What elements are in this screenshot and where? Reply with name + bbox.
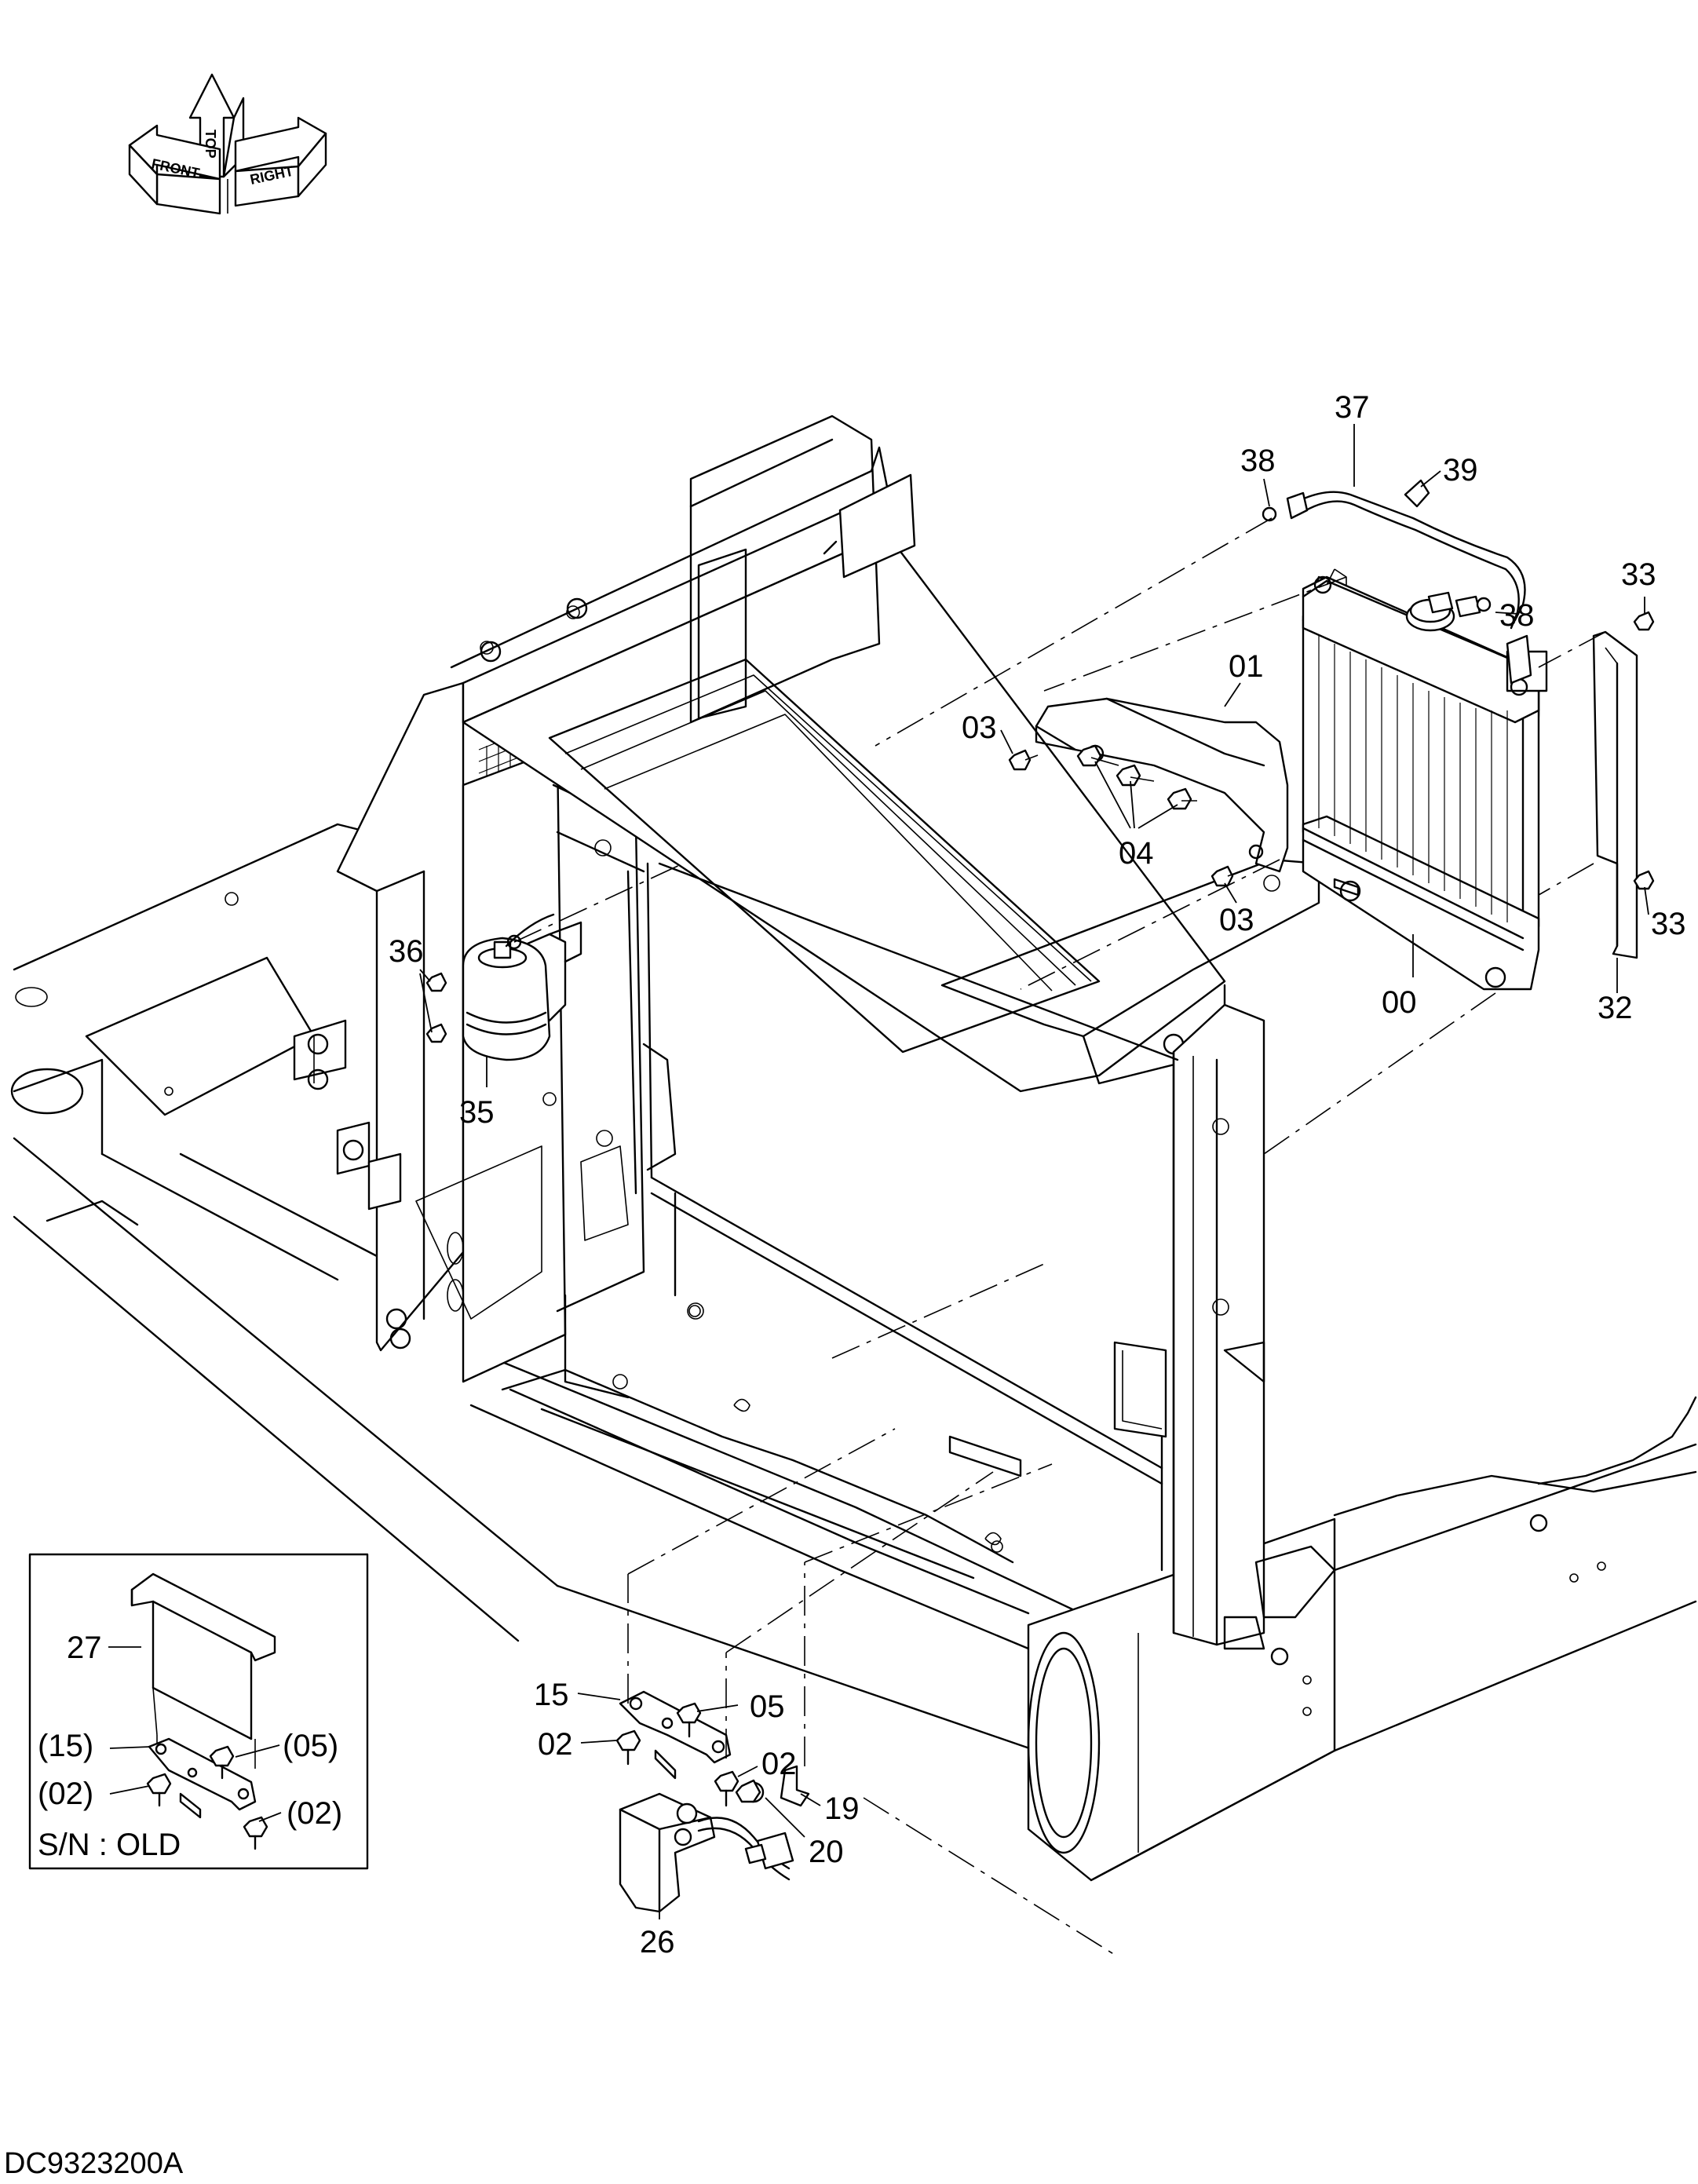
callout-00: 00 xyxy=(1382,985,1417,1020)
orientation-top-label: TOP xyxy=(203,130,218,159)
inset-callout-05: (05) xyxy=(283,1729,338,1763)
callout-20: 20 xyxy=(809,1835,844,1869)
callout-38-top: 38 xyxy=(1240,444,1276,478)
callout-19: 19 xyxy=(824,1791,860,1826)
callout-numbers: 37 38 39 38 33 01 03 04 03 33 00 32 36 3… xyxy=(389,390,1686,1959)
radiator xyxy=(1302,568,1548,991)
callout-35: 35 xyxy=(459,1095,495,1130)
inset-callout-02-right: (02) xyxy=(287,1796,342,1831)
inset-serial-note: S/N : OLD xyxy=(38,1828,181,1862)
callout-04: 04 xyxy=(1119,836,1154,871)
callout-33-bottom: 33 xyxy=(1651,907,1686,941)
shroud-bracket xyxy=(1008,697,1289,887)
callout-32: 32 xyxy=(1598,991,1633,1025)
bolt-04-group xyxy=(1076,744,1197,810)
callout-03-bottom: 03 xyxy=(1219,903,1254,937)
lower-bracket-assembly xyxy=(615,1690,810,1913)
callout-37: 37 xyxy=(1335,390,1370,425)
callout-36: 36 xyxy=(389,934,424,969)
projection-lines xyxy=(513,517,1606,1956)
callout-01: 01 xyxy=(1229,649,1264,684)
callout-02-left: 02 xyxy=(538,1727,573,1762)
callout-15: 15 xyxy=(534,1678,569,1712)
inset-old-serial: 27 (15) (05) (02) (02) S/N : OLD xyxy=(28,1553,369,1870)
radiator-support-frame xyxy=(293,415,1336,1650)
callout-03-left: 03 xyxy=(962,710,997,745)
callout-33-top: 33 xyxy=(1621,557,1656,592)
overflow-hose xyxy=(1262,479,1526,630)
callout-leaders xyxy=(419,424,1649,1919)
base-frame xyxy=(10,799,1697,1882)
callout-38-right: 38 xyxy=(1499,598,1535,633)
inset-callout-27: 27 xyxy=(67,1631,102,1665)
callout-05: 05 xyxy=(750,1689,785,1724)
side-plate xyxy=(1592,611,1655,959)
inset-callout-15: (15) xyxy=(38,1729,93,1763)
drawing-code: DC9323200A xyxy=(4,2147,184,2180)
callout-02-right: 02 xyxy=(761,1747,797,1781)
orientation-symbol: FRONT TOP RIGHT xyxy=(128,73,327,215)
reserve-tank xyxy=(462,913,582,1061)
inset-callout-02-left: (02) xyxy=(38,1777,93,1811)
callout-26: 26 xyxy=(640,1925,675,1959)
callout-39: 39 xyxy=(1443,453,1478,488)
